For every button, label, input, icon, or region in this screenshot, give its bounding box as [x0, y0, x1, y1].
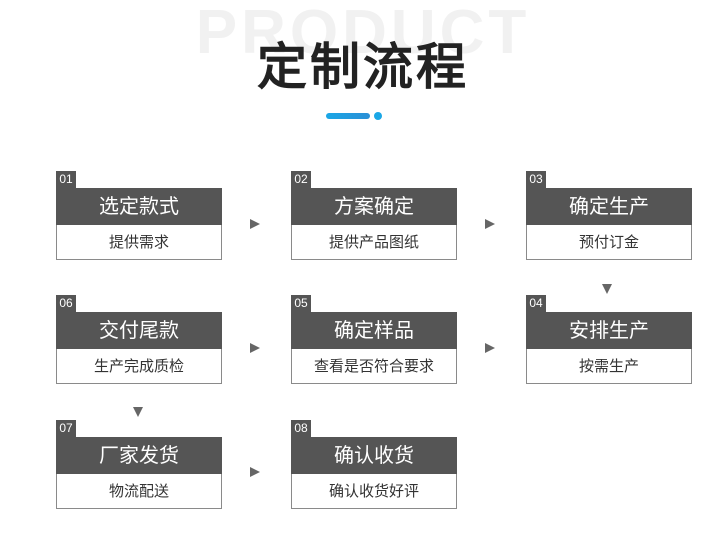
step-08: 08 确认收货 确认收货好评: [291, 420, 457, 509]
title-accent-dot: [374, 112, 382, 120]
step-number: 03: [526, 171, 546, 192]
title-accent-bar: [326, 113, 370, 119]
step-number: 07: [56, 420, 76, 441]
arrow-right-icon: [485, 219, 495, 229]
step-05: 05 确定样品 查看是否符合要求: [291, 295, 457, 384]
step-03: 03 确定生产 预付订金: [526, 171, 692, 260]
step-number: 02: [291, 171, 311, 192]
step-number: 08: [291, 420, 311, 441]
step-description: 预付订金: [526, 225, 692, 260]
step-07: 07 厂家发货 物流配送: [56, 420, 222, 509]
step-description: 提供需求: [56, 225, 222, 260]
step-title: 确定生产: [526, 188, 692, 225]
step-title: 方案确定: [291, 188, 457, 225]
step-01: 01 选定款式 提供需求: [56, 171, 222, 260]
step-02: 02 方案确定 提供产品图纸: [291, 171, 457, 260]
step-description: 提供产品图纸: [291, 225, 457, 260]
step-04: 04 安排生产 按需生产: [526, 295, 692, 384]
step-number: 04: [526, 295, 546, 316]
step-number: 01: [56, 171, 76, 192]
step-description: 生产完成质检: [56, 349, 222, 384]
step-title: 交付尾款: [56, 312, 222, 349]
arrow-right-icon: [250, 343, 260, 353]
page-title: 定制流程: [257, 38, 469, 96]
arrow-right-icon: [250, 467, 260, 477]
step-description: 按需生产: [526, 349, 692, 384]
arrow-right-icon: [250, 219, 260, 229]
step-title: 选定款式: [56, 188, 222, 225]
step-description: 查看是否符合要求: [291, 349, 457, 384]
step-06: 06 交付尾款 生产完成质检: [56, 295, 222, 384]
step-title: 确认收货: [291, 437, 457, 474]
step-number: 06: [56, 295, 76, 316]
step-title: 安排生产: [526, 312, 692, 349]
product-watermark: PRODUCT: [195, 0, 531, 67]
arrow-down-icon: [133, 407, 143, 417]
step-number: 05: [291, 295, 311, 316]
arrow-right-icon: [485, 343, 495, 353]
step-title: 确定样品: [291, 312, 457, 349]
step-description: 确认收货好评: [291, 474, 457, 509]
step-title: 厂家发货: [56, 437, 222, 474]
step-description: 物流配送: [56, 474, 222, 509]
arrow-down-icon: [602, 284, 612, 294]
